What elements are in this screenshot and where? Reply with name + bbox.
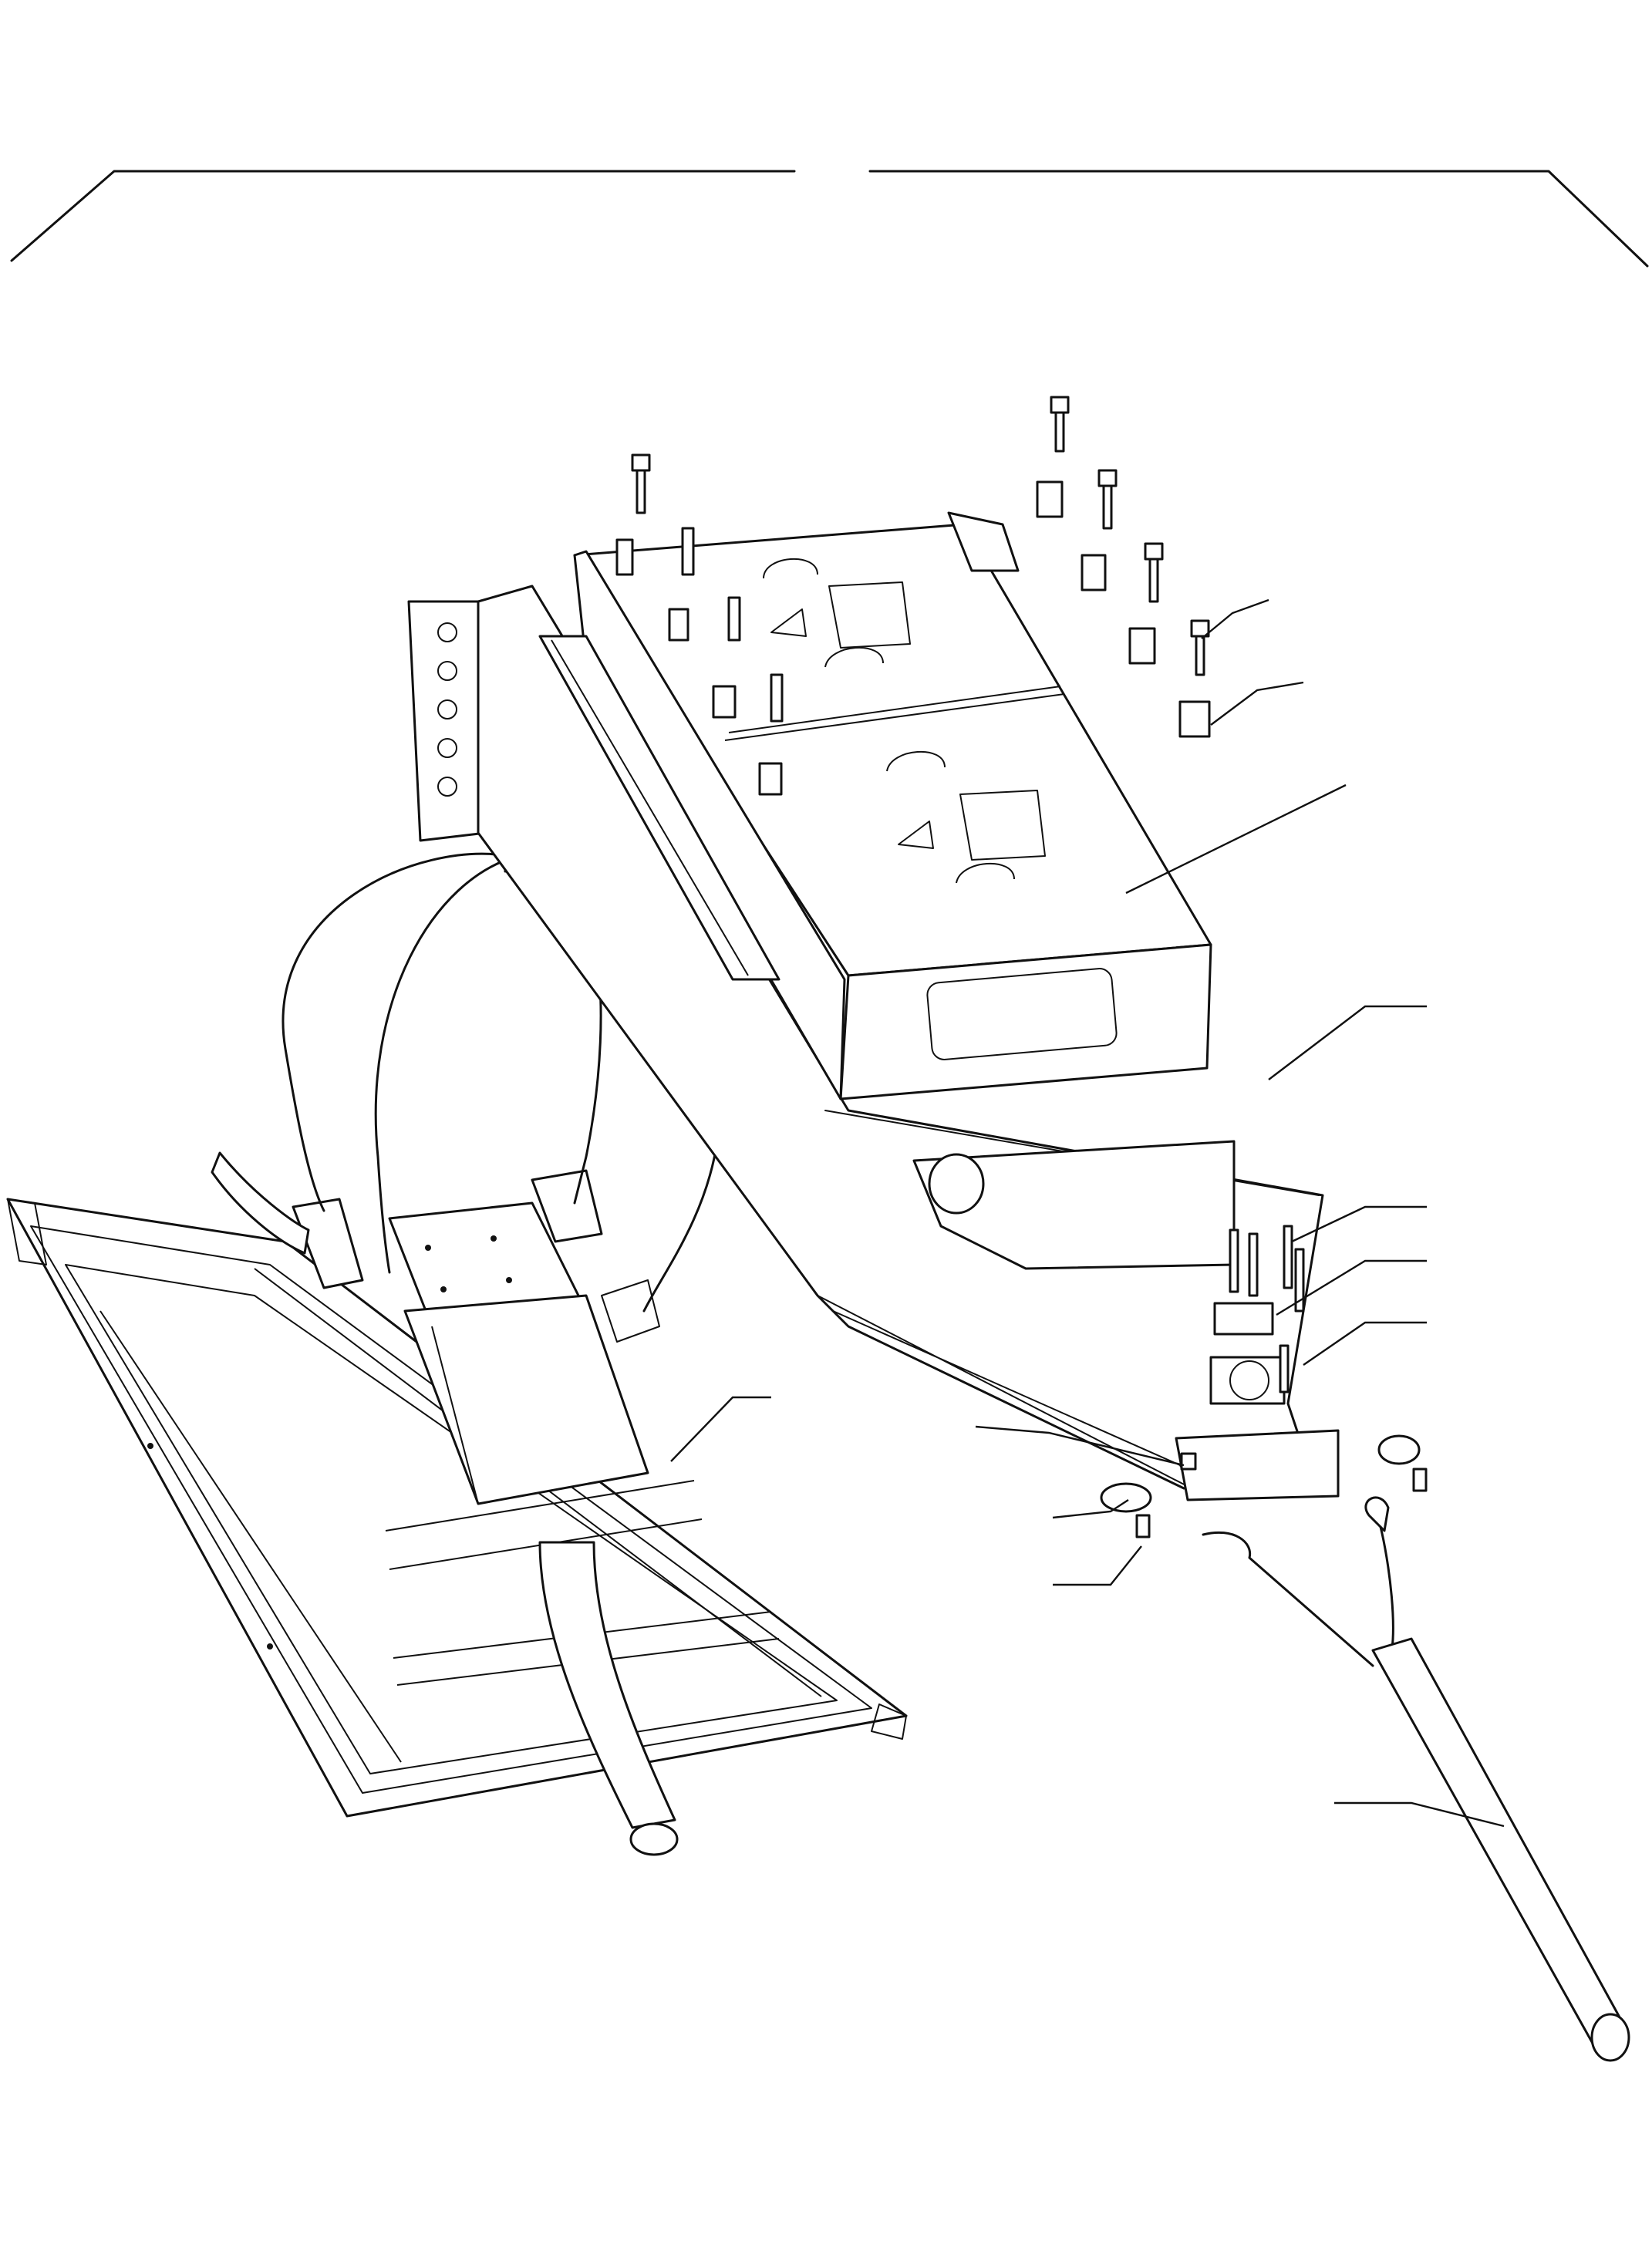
tow-bar (1202, 1525, 1630, 2062)
title-frame (10, 170, 1649, 268)
main-frame (407, 585, 1340, 1501)
seat-assembly (292, 1169, 660, 1505)
box-bolts (615, 527, 784, 796)
clamp-assembly (1180, 1225, 1305, 1471)
hose (211, 1151, 679, 1856)
lid-details (763, 558, 1046, 884)
shackles (1100, 1434, 1428, 1538)
loose-fasteners (631, 396, 1211, 738)
callout-leaders (670, 598, 1505, 1828)
